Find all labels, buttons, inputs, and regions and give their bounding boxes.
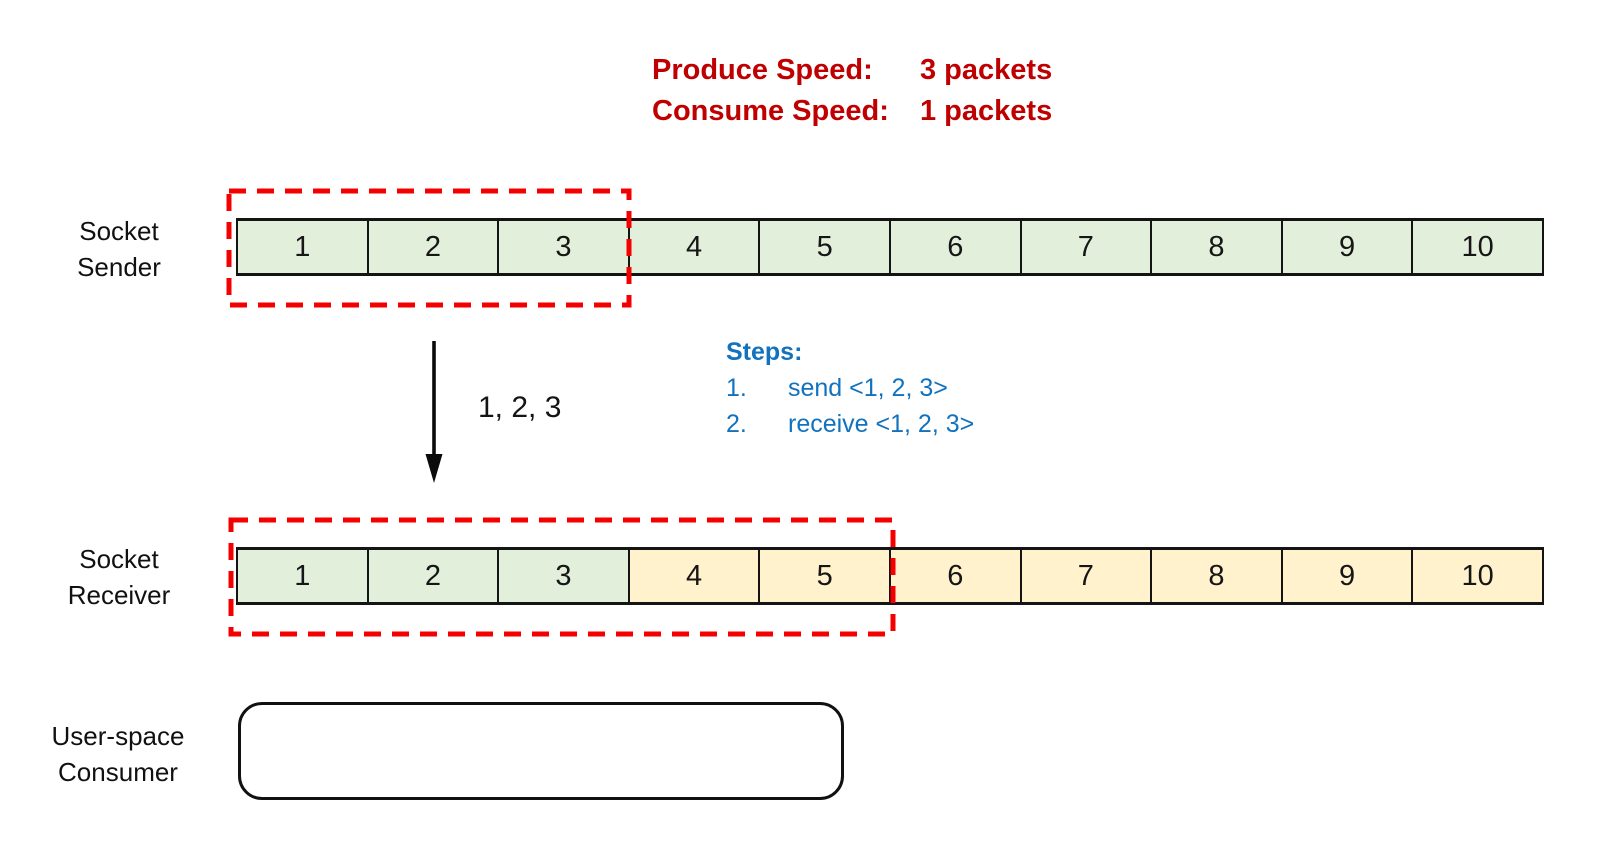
transfer-arrow-icon [425, 341, 443, 483]
user-space-consumer-box [238, 702, 844, 800]
buffer-cell: 1 [238, 221, 367, 273]
steps-block: Steps: 1. send <1, 2, 3> 2. receive <1, … [726, 334, 974, 442]
buffer-cell: 9 [1280, 550, 1412, 602]
buffer-cell: 4 [627, 550, 759, 602]
buffer-cell: 6 [888, 550, 1020, 602]
socket-sender-label-line1: Socket [79, 216, 159, 246]
buffer-cell: 7 [1019, 550, 1151, 602]
consume-speed-label: Consume Speed: [652, 95, 889, 127]
buffer-cell: 3 [497, 550, 628, 602]
step-1-number: 1. [726, 374, 747, 402]
step-2-text: receive <1, 2, 3> [788, 410, 975, 438]
socket-receiver-label-line2: Receiver [67, 580, 171, 610]
buffer-cell: 8 [1150, 221, 1281, 273]
step-1-text: send <1, 2, 3> [788, 374, 948, 402]
produce-speed-value: 3 packets [920, 54, 1053, 86]
buffer-cell: 4 [627, 221, 759, 273]
socket-sender-label: Socket Sender [28, 213, 210, 285]
buffer-cell: 3 [497, 221, 628, 273]
socket-receiver-label: Socket Receiver [28, 541, 210, 613]
buffer-cell: 2 [366, 221, 498, 273]
step-2-number: 2. [726, 410, 747, 438]
buffer-cell: 6 [888, 221, 1020, 273]
consume-speed-row: Consume Speed: 1 packets [652, 91, 1052, 132]
transfer-arrow-label: 1, 2, 3 [478, 391, 562, 424]
buffer-cell: 8 [1150, 550, 1281, 602]
buffer-cell: 2 [366, 550, 498, 602]
steps-heading: Steps: [726, 338, 803, 366]
buffer-cell: 5 [758, 550, 889, 602]
buffer-cell: 1 [238, 550, 367, 602]
user-space-consumer-label: User-space Consumer [22, 718, 214, 790]
step-item-2: 2. receive <1, 2, 3> [726, 406, 974, 442]
produce-speed-label: Produce Speed: [652, 54, 873, 86]
buffer-cell: 5 [758, 221, 889, 273]
buffer-cell: 7 [1019, 221, 1151, 273]
user-space-consumer-label-line2: Consumer [58, 757, 178, 787]
produce-speed-row: Produce Speed: 3 packets [652, 50, 1052, 91]
buffer-cell: 10 [1411, 550, 1542, 602]
socket-sender-label-line2: Sender [77, 252, 161, 282]
user-space-consumer-label-line1: User-space [51, 721, 185, 751]
speed-header: Produce Speed: 3 packets Consume Speed: … [652, 50, 1052, 132]
step-item-1: 1. send <1, 2, 3> [726, 370, 974, 406]
consume-speed-value: 1 packets [920, 95, 1053, 127]
buffer-cell: 9 [1280, 221, 1412, 273]
socket-receiver-label-line1: Socket [79, 544, 159, 574]
buffer-cell: 10 [1411, 221, 1542, 273]
